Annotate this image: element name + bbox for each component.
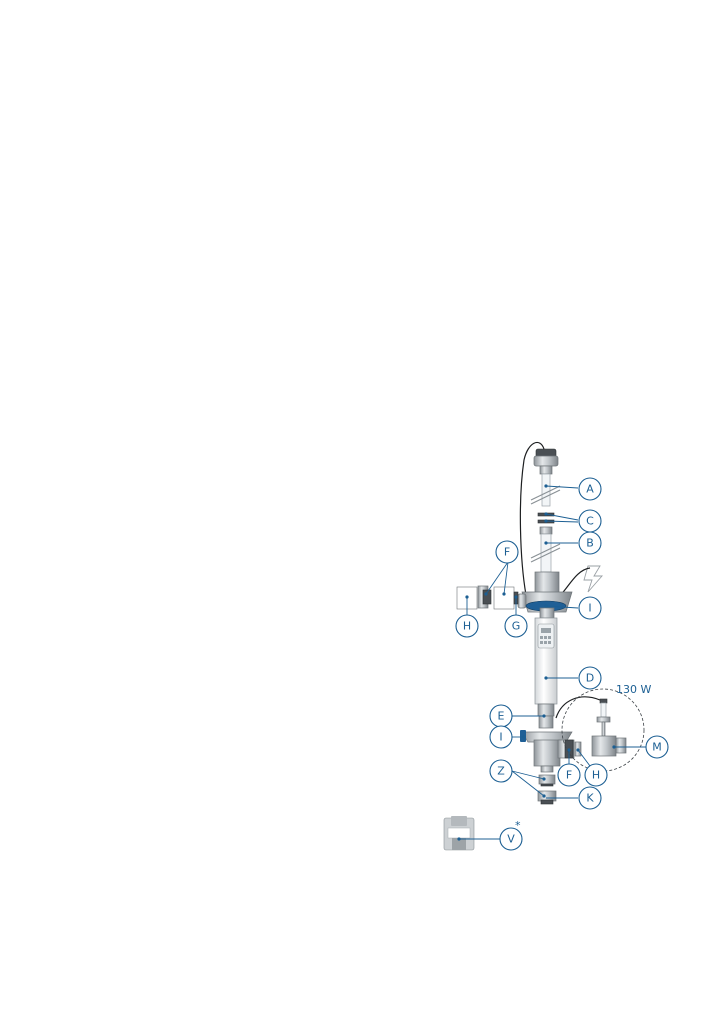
callout-a: A [578, 477, 602, 501]
svg-text:E: E [498, 710, 505, 723]
callout-m: M [645, 735, 669, 759]
svg-text:H: H [463, 620, 471, 633]
svg-text:B: B [586, 537, 594, 550]
uv-lamp-rod [530, 473, 561, 507]
callout-k: K [578, 786, 602, 810]
top-cap [533, 448, 559, 475]
callouts: A C B F I H G D [455, 477, 669, 851]
electric-bolt-icon [583, 565, 603, 593]
quartz-sleeve [530, 533, 561, 573]
callout-f-top: F [495, 540, 519, 564]
svg-text:K: K [586, 792, 594, 805]
main-body [534, 617, 558, 705]
lamp-detail-circle [561, 688, 645, 772]
product-illustration [443, 441, 645, 851]
callout-i-bottom: I [489, 725, 513, 749]
callout-e: E [489, 704, 513, 728]
callout-c: C [578, 509, 602, 533]
svg-text:I: I [499, 731, 502, 744]
callout-b: B [578, 531, 602, 555]
svg-text:G: G [512, 620, 521, 633]
callout-d: D [578, 666, 602, 690]
power-rating-label: 130 W [616, 683, 651, 696]
lower-connector [537, 696, 601, 729]
callout-h-bottom: H [584, 763, 608, 787]
bottom-plugs [537, 774, 557, 805]
svg-text:F: F [566, 769, 572, 782]
callout-i-top: I [578, 596, 602, 620]
leader-lines [457, 484, 646, 841]
callout-h-left: H [455, 614, 479, 638]
top-housing [517, 571, 573, 619]
svg-text:H: H [592, 769, 600, 782]
asterisk-mark: * [515, 819, 521, 832]
callout-f-bottom: F [557, 763, 581, 787]
callout-v: V [499, 827, 523, 851]
callout-z: Z [489, 759, 513, 783]
svg-text:V: V [507, 833, 515, 846]
svg-text:M: M [652, 741, 662, 754]
svg-text:D: D [586, 672, 594, 685]
svg-text:A: A [586, 483, 594, 496]
svg-text:Z: Z [497, 765, 505, 778]
o-rings [537, 512, 555, 535]
svg-text:C: C [586, 515, 594, 528]
svg-text:I: I [588, 602, 591, 615]
replacement-part-v [443, 816, 475, 851]
callout-g: G [504, 614, 528, 638]
svg-text:F: F [504, 546, 510, 559]
